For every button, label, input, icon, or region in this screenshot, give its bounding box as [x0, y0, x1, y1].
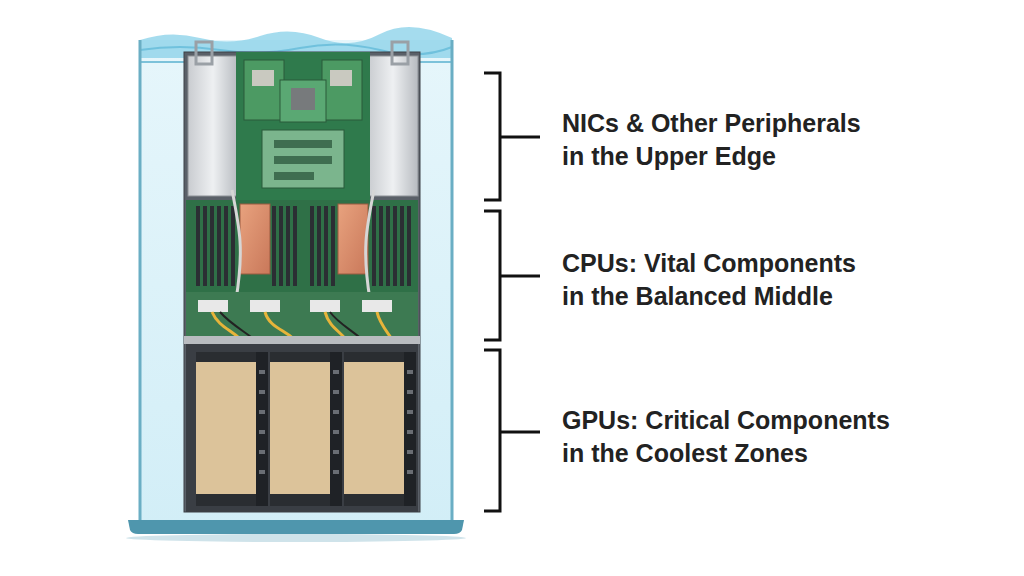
zone-label: NICs & Other Peripherals in the Upper Ed… — [562, 107, 882, 172]
zone-label: CPUs: Vital Components in the Balanced M… — [562, 247, 880, 312]
zone-label: GPUs: Critical Components in the Coolest… — [562, 404, 910, 469]
